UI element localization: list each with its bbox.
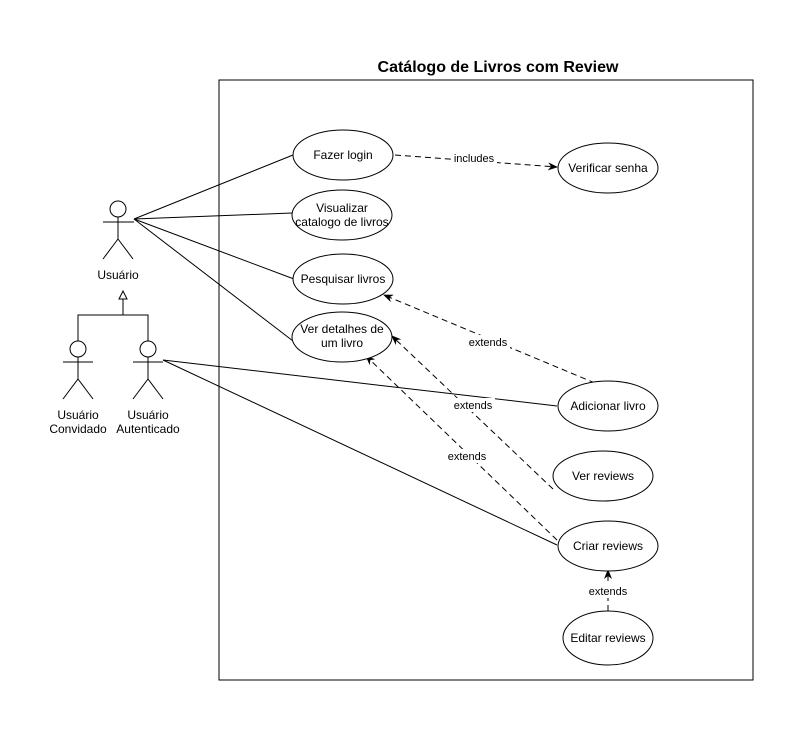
use-case-label-line1: Visualizar xyxy=(316,201,368,215)
svg-text:Fazer login: Fazer login xyxy=(313,148,372,162)
use-case-fazer-login[interactable]: Fazer login xyxy=(292,129,394,181)
use-case-label-line1: Ver detalhes de xyxy=(300,322,384,336)
dep-extends-ver-reviews xyxy=(391,335,554,490)
use-case-verificar-senha[interactable]: Verificar senha xyxy=(557,142,659,194)
generalization-lines xyxy=(77,314,149,341)
actor-usuario-convidado[interactable] xyxy=(62,340,94,400)
svg-text:Editar reviews: Editar reviews xyxy=(570,631,645,645)
use-case-criar-reviews[interactable]: Criar reviews xyxy=(557,520,659,572)
label-extends-ver-reviews: extends xyxy=(454,400,493,412)
use-case-editar-reviews[interactable]: Editar reviews xyxy=(562,610,654,666)
svg-text:Ver reviews: Ver reviews xyxy=(572,469,634,483)
use-case-label: Fazer login xyxy=(313,148,372,162)
assoc-autenticado-criar xyxy=(162,359,558,546)
system-title: Catálogo de Livros com Review xyxy=(378,59,620,76)
assoc-usuario-visualizar xyxy=(133,212,293,220)
use-case-label: Criar reviews xyxy=(573,539,643,553)
use-case-label: Ver reviews xyxy=(572,469,634,483)
use-case-label-line2: um livro xyxy=(321,336,363,350)
label-includes: includes xyxy=(454,153,495,165)
assoc-usuario-pesquisar xyxy=(133,218,295,280)
use-case-label: Adicionar livro xyxy=(570,399,646,413)
use-case-label: Pesquisar livros xyxy=(301,272,386,286)
label-extends-editar: extends xyxy=(589,586,628,598)
use-case-label-line2: catalogo de livros xyxy=(295,215,388,229)
svg-text:Verificar senha: Verificar senha xyxy=(568,161,648,175)
assoc-usuario-fazer-login xyxy=(133,154,294,220)
svg-text:Adicionar livro: Adicionar livro xyxy=(570,399,646,413)
label-extends-pesquisar: extends xyxy=(469,337,508,349)
dep-extends-criar-reviews xyxy=(365,355,558,541)
use-case-pesquisar-livros[interactable]: Pesquisar livros xyxy=(292,253,394,305)
use-case-label: Editar reviews xyxy=(570,631,645,645)
actor-usuario[interactable] xyxy=(102,200,134,260)
system-boundary xyxy=(218,79,754,681)
actor-usuario-autenticado[interactable] xyxy=(132,340,164,400)
svg-text:Pesquisar livros: Pesquisar livros xyxy=(301,272,386,286)
actor-label-usuario: Usuário xyxy=(97,268,139,282)
generalization-arrowhead xyxy=(118,289,128,300)
assoc-usuario-ver-detalhes xyxy=(133,218,294,342)
use-case-label: Verificar senha xyxy=(568,161,648,175)
label-extends-criar-reviews: extends xyxy=(448,451,487,463)
use-case-ver-reviews[interactable]: Ver reviews xyxy=(552,450,654,502)
svg-text:Criar reviews: Criar reviews xyxy=(573,539,643,553)
use-case-adicionar-livro[interactable]: Adicionar livro xyxy=(557,380,659,432)
